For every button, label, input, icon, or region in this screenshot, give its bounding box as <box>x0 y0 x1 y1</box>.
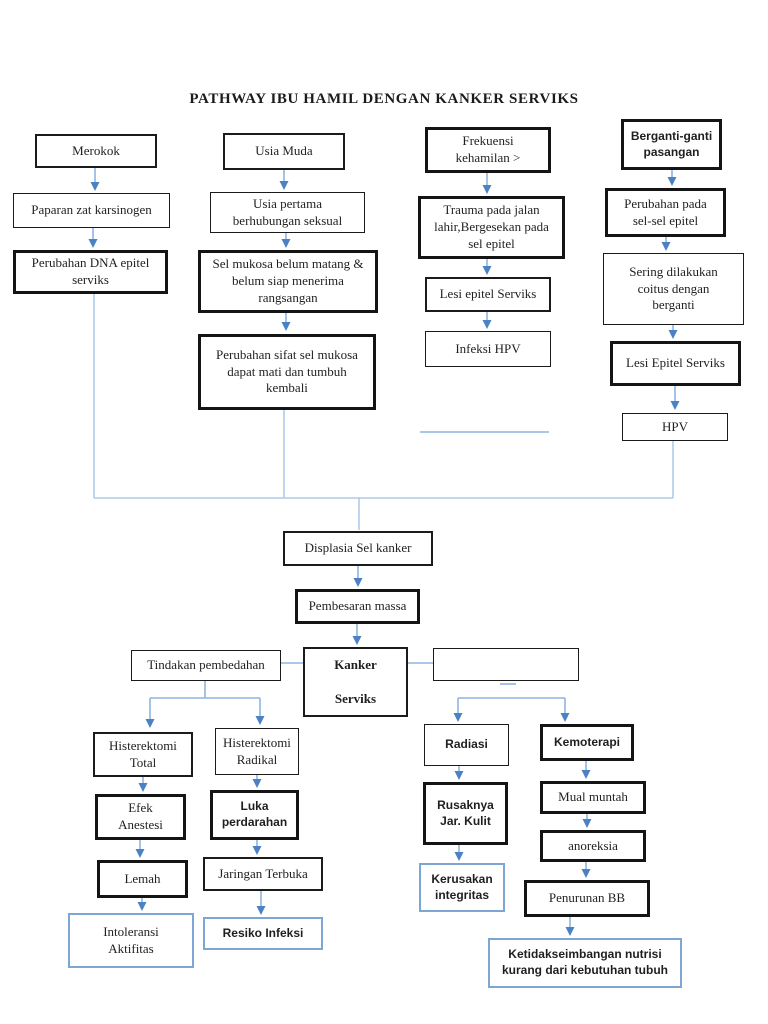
box-ketidakseimbangan: Ketidakseimbangan nutrisi kurang dari ke… <box>488 938 682 988</box>
box-penurunan-bb: Penurunan BB <box>524 880 650 917</box>
box-kerusakan-integritas: Kerusakan integritas <box>419 863 505 912</box>
box-histerektomi-total: Histerektomi Total <box>93 732 193 777</box>
arrowhead-icon <box>482 320 492 329</box>
arrowhead-icon <box>353 578 363 587</box>
arrowhead-icon <box>145 719 155 728</box>
arrowhead-icon <box>135 849 145 858</box>
box-lesi-epitel-serviks-2: Lesi Epitel Serviks <box>610 341 741 386</box>
arrowhead-icon <box>581 770 591 779</box>
arrowhead-icon <box>453 713 463 722</box>
arrowhead-icon <box>138 783 148 792</box>
box-lemah: Lemah <box>97 860 188 898</box>
arrowhead-icon <box>255 716 265 725</box>
arrowhead-icon <box>565 927 575 936</box>
box-hpv: HPV <box>622 413 728 441</box>
box-efek-anestesi: Efek Anestesi <box>95 794 186 840</box>
box-resiko-infeksi: Resiko Infeksi <box>203 917 323 950</box>
arrowhead-icon <box>581 869 591 878</box>
arrowhead-icon <box>667 177 677 186</box>
box-kanker-serviks: Kanker Serviks <box>303 647 408 717</box>
box-jaringan-terbuka: Jaringan Terbuka <box>203 857 323 891</box>
arrowhead-icon <box>454 771 464 780</box>
arrowhead-icon <box>281 239 291 248</box>
arrowhead-icon <box>281 322 291 331</box>
arrowhead-icon <box>661 242 671 251</box>
arrowhead-icon <box>252 846 262 855</box>
arrowhead-icon <box>670 401 680 410</box>
box-histerektomi-radikal: Histerektomi Radikal <box>215 728 299 775</box>
box-usia-muda: Usia Muda <box>223 133 345 170</box>
arrowhead-icon <box>668 330 678 339</box>
arrowhead-icon <box>582 819 592 828</box>
box-perubahan-sel-epitel: Perubahan pada sel-sel epitel <box>605 188 726 237</box>
box-tindakan-pembedahan: Tindakan pembedahan <box>131 650 281 681</box>
box-trauma: Trauma pada jalan lahir,Bergesekan pada … <box>418 196 565 259</box>
box-usia-pertama: Usia pertama berhubungan seksual <box>210 192 365 233</box>
diagram-title: PATHWAY IBU HAMIL DENGAN KANKER SERVIKS <box>189 91 579 107</box>
arrowhead-icon <box>137 902 147 911</box>
box-rusaknya-jar-kulit: Rusaknya Jar. Kulit <box>423 782 508 845</box>
arrowhead-icon <box>256 906 266 915</box>
box-sering-coitus: Sering dilakukan coitus dengan berganti <box>603 253 744 325</box>
arrowhead-icon <box>482 185 492 194</box>
box-perubahan-dna: Perubahan DNA epitel serviks <box>13 250 168 294</box>
arrowhead-icon <box>90 182 100 191</box>
arrowhead-icon <box>88 239 98 248</box>
box-mual-muntah: Mual muntah <box>540 781 646 814</box>
arrowhead-icon <box>560 713 570 722</box>
box-displasia: Displasia Sel kanker <box>283 531 433 566</box>
box-lesi-epitel-serviks: Lesi epitel Serviks <box>425 277 551 312</box>
box-sel-mukosa: Sel mukosa belum matang & belum siap men… <box>198 250 378 313</box>
box-empty <box>433 648 579 681</box>
box-paparan-karsinogen: Paparan zat karsinogen <box>13 193 170 228</box>
arrowhead-icon <box>482 266 492 275</box>
box-pembesaran-massa: Pembesaran massa <box>295 589 420 624</box>
box-radiasi: Radiasi <box>424 724 509 766</box>
box-perubahan-sifat: Perubahan sifat sel mukosa dapat mati da… <box>198 334 376 410</box>
box-intoleransi: Intoleransi Aktifitas <box>68 913 194 968</box>
box-infeksi-hpv: Infeksi HPV <box>425 331 551 367</box>
box-kemoterapi: Kemoterapi <box>540 724 634 761</box>
box-luka-perdarahan: Luka perdarahan <box>210 790 299 840</box>
box-anoreksia: anoreksia <box>540 830 646 862</box>
arrowhead-icon <box>279 181 289 190</box>
box-frekuensi: Frekuensi kehamilan > <box>425 127 551 173</box>
arrowhead-icon <box>252 779 262 788</box>
arrowhead-icon <box>454 852 464 861</box>
box-berganti-pasangan: Berganti-ganti pasangan <box>621 119 722 170</box>
box-merokok: Merokok <box>35 134 157 168</box>
arrowhead-icon <box>352 636 362 645</box>
